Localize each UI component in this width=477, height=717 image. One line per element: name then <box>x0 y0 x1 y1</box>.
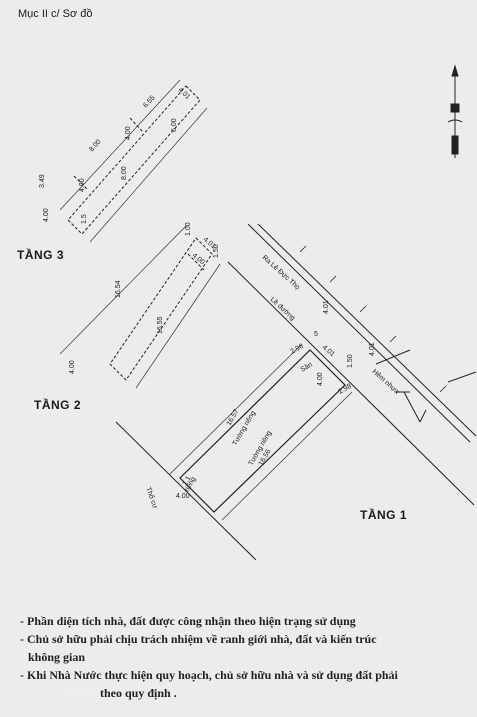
f1-dim-k: 4.01 <box>369 342 376 356</box>
floor-plan-drawing: 6.55 4.01 8.00 4.00 6.00 8.00 3.49 4.00 … <box>39 64 477 561</box>
scan-smudge <box>60 684 100 700</box>
floor1-dimension-lines <box>169 343 353 521</box>
f2-dim-e: 16.54 <box>115 280 122 298</box>
note-line-2b: không gian <box>28 650 86 664</box>
f2-dim-d: 1.50 <box>213 244 220 258</box>
note-line-3b: theo quy định . <box>100 686 177 700</box>
f3-dim-i: 4.00 <box>43 208 50 222</box>
number-five: 5 <box>314 331 318 338</box>
note-line-2: - Chủ sở hữu phải chịu trách nhiệm về ra… <box>20 632 377 646</box>
f2-dim-g: 4.00 <box>69 360 76 374</box>
f1-dim-a: 2.96 <box>290 343 305 356</box>
alley-label: Hẻm nhựa <box>371 368 400 395</box>
floor2-dimension-lines <box>59 225 221 389</box>
f3-dim-j: 1.5 <box>81 214 88 224</box>
floor3-dimension-lines <box>59 79 208 243</box>
f1-dim-f: 16.57 <box>226 408 241 427</box>
section-title: Mục II c/ Sơ đồ <box>18 8 93 20</box>
f2-dim-f: 16.55 <box>157 316 164 334</box>
f2-dim-c: 4.00 <box>191 252 206 266</box>
f3-dim-c: 8.00 <box>88 138 102 153</box>
floor1-label: TẦNG 1 <box>360 508 408 522</box>
road-lines <box>115 223 477 561</box>
floor2-label: TẦNG 2 <box>34 398 82 412</box>
residential-land-label: Thổ cư <box>144 486 159 510</box>
note-line-1: - Phần diện tích nhà, đất được công nhận… <box>20 614 356 628</box>
floor2-plan <box>109 237 213 381</box>
f3-dim-h: 4.00 <box>79 178 86 192</box>
f3-dim-g: 3.49 <box>39 174 46 188</box>
floor3-plan <box>67 85 201 235</box>
f1-dim-i: 1.1 <box>182 475 193 487</box>
f1-dim-j: 4.01 <box>323 300 330 314</box>
road-hatching <box>299 245 447 393</box>
notes-section: - Phần diện tích nhà, đất được công nhận… <box>20 612 470 702</box>
f3-dim-d: 4.00 <box>125 126 132 140</box>
north-arrow-icon <box>447 64 463 158</box>
f1-dim-h: 4.00 <box>176 493 190 500</box>
f3-dim-f: 8.00 <box>121 166 128 180</box>
floor1-plan <box>179 349 346 513</box>
road-edge-label: Lề đường <box>269 295 298 322</box>
f2-dim-a: 1.00 <box>185 222 192 236</box>
note-line-3: - Khi Nhà Nước thực hiện quy hoạch, chủ … <box>20 668 398 682</box>
floor3-label: TẦNG 3 <box>17 248 65 262</box>
yard-label: Sân <box>300 361 314 373</box>
f1-dim-c: 4.00 <box>317 372 324 386</box>
f3-dim-e: 6.00 <box>171 118 178 132</box>
f1-dim-e: 1.50 <box>347 354 354 368</box>
